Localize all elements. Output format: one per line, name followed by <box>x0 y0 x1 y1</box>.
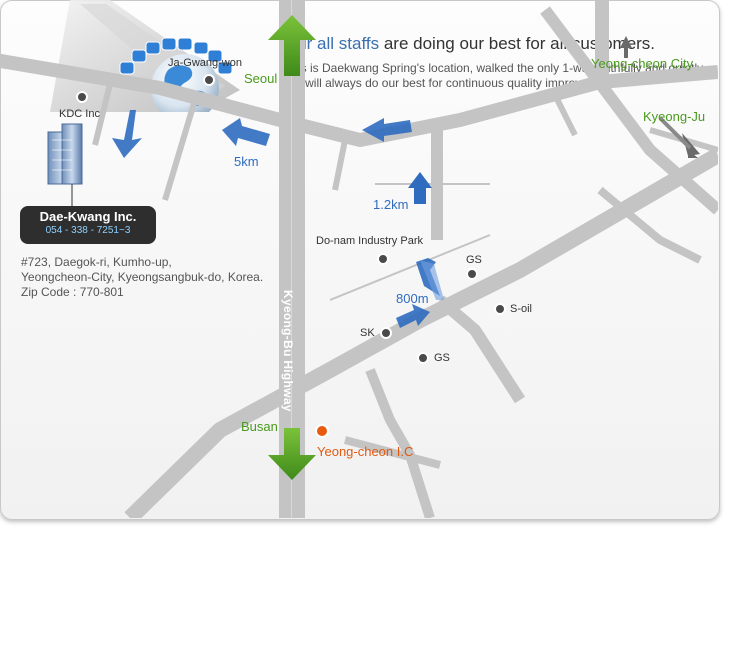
arrow-seoul-icon <box>268 15 316 76</box>
label-highway: Kyeong-Bu Highway <box>281 290 295 412</box>
address-line-3: Zip Code : 770-801 <box>21 285 124 299</box>
headline-rest: are doing our best for all customers. <box>379 34 656 53</box>
label-1-2km: 1.2km <box>373 197 409 212</box>
kdc-building-icon <box>47 123 83 206</box>
label-kdc: KDC Inc <box>59 108 100 120</box>
label-do-nam: Do-nam Industry Park <box>316 235 423 247</box>
label-sk: SK <box>360 327 375 339</box>
label-gs-upper: GS <box>466 254 482 266</box>
intro-line-2: We will always do our best for continuou… <box>284 76 618 90</box>
label-ja-gwang-won: Ja-Gwang-won <box>168 57 242 69</box>
ic-marker-icon <box>315 424 329 438</box>
label-gs-lower: GS <box>434 352 450 364</box>
label-busan: Busan <box>241 419 278 434</box>
company-name: Dae-Kwang Inc. <box>39 209 137 224</box>
location-map: Ja-Gwang-won KDC Inc Do-nam Industry Par… <box>0 0 720 520</box>
address-line-1: #723, Daegok-ri, Kumho-up, <box>21 255 172 269</box>
map-roads <box>0 0 718 518</box>
label-s-oil: S-oil <box>510 303 533 315</box>
label-yeongcheon-city: Yeong-cheon City <box>591 56 694 71</box>
company-info-card: Dae-Kwang Inc. 054 - 338 - 7251~3 <box>20 206 156 244</box>
label-800m: 800m <box>396 291 429 306</box>
label-seoul: Seoul <box>244 71 278 86</box>
company-address: #723, Daegok-ri, Kumho-up, Yeongcheon-Ci… <box>21 255 263 300</box>
address-line-2: Yeongcheon-City, Kyeongsangbuk-do, Korea… <box>21 270 264 284</box>
label-5km: 5km <box>234 154 259 169</box>
label-yeong-cheon-ic: Yeong-cheon I.C <box>317 444 414 459</box>
arrow-busan-icon <box>268 428 316 480</box>
label-kyeongju: Kyeong-Ju <box>643 109 706 124</box>
company-phone: 054 - 338 - 7251~3 <box>45 225 131 236</box>
